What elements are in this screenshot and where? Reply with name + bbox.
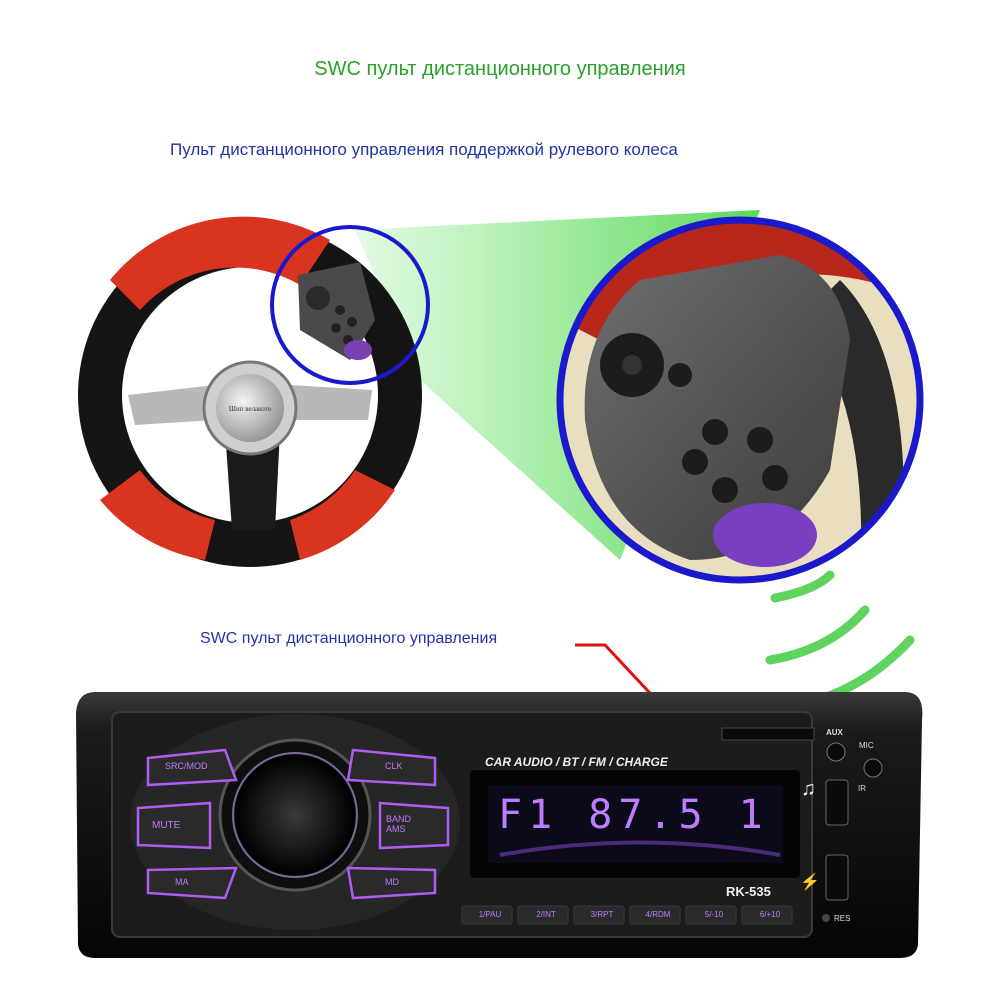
radio-model: RK-535 [726,884,771,899]
car-radio [76,692,923,958]
subheadline: Пульт дистанционного управления поддержк… [170,140,678,159]
ir-label: IR [858,784,866,793]
steering-wheel: Шип велакото [78,216,422,567]
mute-button[interactable]: MUTE [152,820,181,831]
left-button-group [136,748,238,900]
preset-3-button[interactable]: 3/RPT [590,910,614,919]
src-mod-button[interactable]: SRC/MOD [165,761,208,771]
preset-1-button[interactable]: 1/PAU [478,910,502,919]
mic-label: MIC [859,741,874,750]
music-note-icon: ♫ [801,778,816,800]
res-label: RES [834,914,851,923]
hub-text: Шип велакото [229,405,272,413]
callout-label: SWC пульт дистанционного управления [200,630,498,647]
clk-button[interactable]: CLK [385,761,403,771]
preset-5-button[interactable]: 5/-10 [704,910,724,919]
signal-waves-icon [757,570,915,715]
right-button-group [346,748,450,900]
preset-4-button[interactable]: 4/RDM [645,910,671,919]
aux-label: AUX [826,728,843,737]
small-zoom-circle [270,225,430,385]
preset-6-button[interactable]: 6/+10 [759,910,781,919]
md-button[interactable]: MD [385,877,399,887]
band-ams-button[interactable]: BAND AMS [386,814,412,834]
battery-charge-icon: ⚡ [800,874,820,891]
radio-banner: CAR AUDIO / BT / FM / CHARGE [485,755,668,769]
preset-2-button[interactable]: 2/INT [536,910,556,919]
large-zoom-circle [556,216,924,584]
preset-row [461,905,793,925]
radio-display: F1 87.5 1 [498,792,769,838]
ma-button[interactable]: MA [175,877,189,887]
headline: SWC пульт дистанционного управления [314,58,686,80]
remote-closeup [556,216,924,584]
